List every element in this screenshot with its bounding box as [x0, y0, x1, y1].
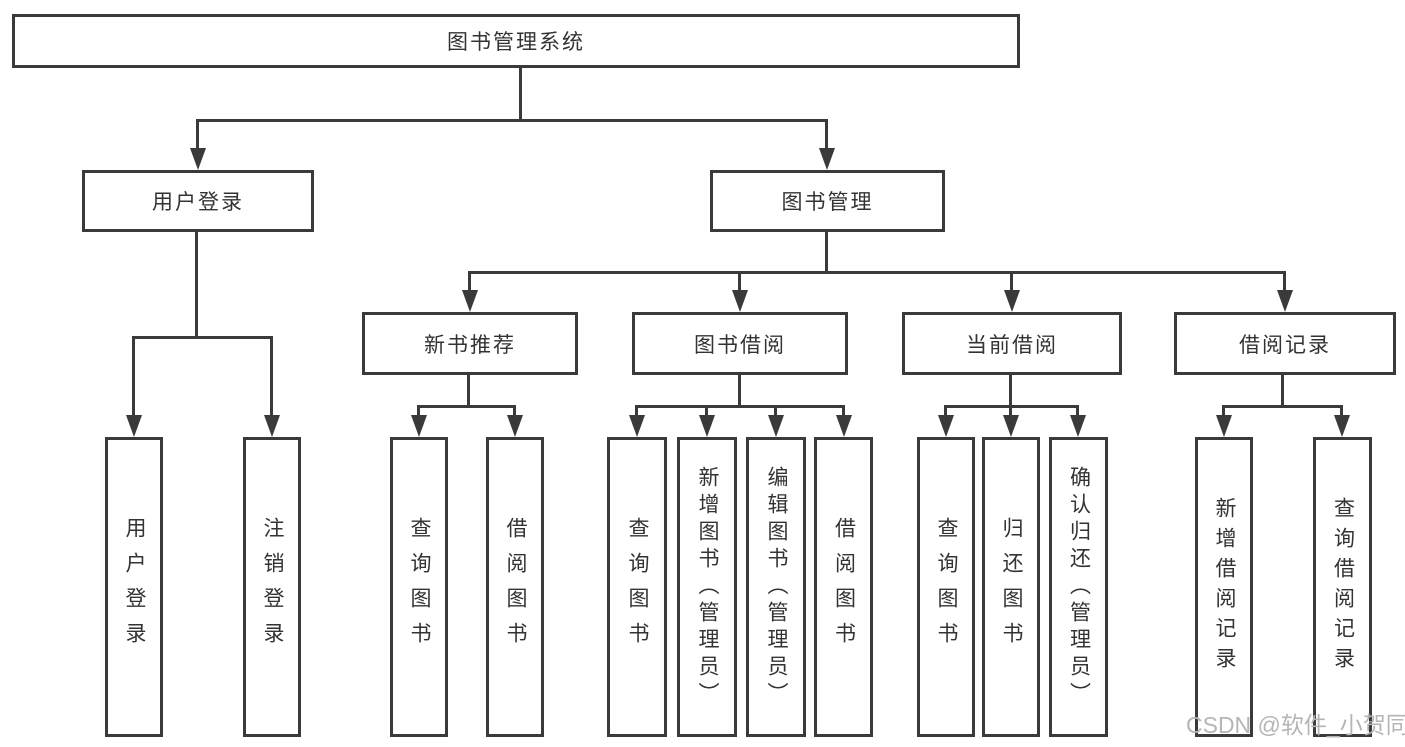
node-book-management: 图书管理 [710, 170, 945, 232]
tree-connector-line [1009, 375, 1012, 407]
arrowhead-down-icon [699, 415, 715, 437]
arrowhead-down-icon [938, 415, 954, 437]
node-user-login: 用户登录 [82, 170, 314, 232]
tree-connector-line [1010, 271, 1013, 292]
arrowhead-down-icon [1277, 290, 1293, 312]
node-current-borrow: 当前借阅 [902, 312, 1122, 375]
leaf-current-query: 查询图书 [917, 437, 975, 737]
tree-connector-line [417, 405, 420, 417]
node-book-management-label: 图书管理 [781, 191, 874, 214]
arrowhead-down-icon [411, 415, 427, 437]
leaf-borrow-query-label: 查询图书 [626, 517, 649, 657]
tree-connector-line [738, 375, 741, 407]
arrowhead-down-icon [629, 415, 645, 437]
arrowhead-down-icon [462, 290, 478, 312]
tree-connector-line [1009, 405, 1012, 417]
arrowhead-down-icon [768, 415, 784, 437]
leaf-current-query-label: 查询图书 [935, 517, 958, 657]
node-borrow-records: 借阅记录 [1174, 312, 1396, 375]
node-borrow-records-label: 借阅记录 [1239, 333, 1331, 357]
leaf-borrow-borrow-label: 借阅图书 [832, 517, 856, 657]
tree-connector-line [738, 271, 741, 292]
arrowhead-down-icon [126, 415, 142, 437]
leaf-current-confirm-admin-label: 确认归还（管理员） [1067, 465, 1091, 709]
leaf-logout: 注销登录 [243, 437, 301, 737]
arrowhead-down-icon [1334, 415, 1350, 437]
arrowhead-down-icon [507, 415, 523, 437]
tree-branch-line [1222, 405, 1343, 408]
leaf-current-return: 归还图书 [982, 437, 1040, 737]
leaf-newbook-query: 查询图书 [390, 437, 448, 737]
leaf-borrow-query: 查询图书 [607, 437, 667, 737]
tree-branch-line [196, 119, 827, 122]
leaf-user-login: 用户登录 [105, 437, 163, 737]
node-new-book-recommend: 新书推荐 [362, 312, 578, 375]
tree-connector-line [1340, 405, 1343, 417]
arrowhead-down-icon [1070, 415, 1086, 437]
node-book-borrow: 图书借阅 [632, 312, 848, 375]
arrowhead-down-icon [1003, 415, 1019, 437]
node-new-book-recommend-label: 新书推荐 [424, 333, 516, 357]
tree-connector-line [1283, 271, 1286, 292]
leaf-current-confirm-admin: 确认归还（管理员） [1049, 437, 1108, 737]
arrowhead-down-icon [819, 148, 835, 170]
arrowhead-down-icon [732, 290, 748, 312]
watermark-text: CSDN @软件_小贺同学 [1186, 712, 1405, 738]
arrowhead-down-icon [1216, 415, 1232, 437]
leaf-newbook-borrow: 借阅图书 [486, 437, 544, 737]
tree-connector-line [944, 405, 947, 417]
node-user-login-label: 用户登录 [152, 191, 244, 214]
node-root-label: 图书管理系统 [447, 31, 585, 54]
tree-connector-line [196, 119, 199, 149]
tree-connector-line [842, 405, 845, 417]
leaf-records-add-label: 新增借阅记录 [1213, 497, 1236, 677]
leaf-current-return-label: 归还图书 [1000, 517, 1023, 657]
arrowhead-down-icon [190, 148, 206, 170]
tree-connector-line [468, 271, 471, 292]
leaf-borrow-edit-admin: 编辑图书（管理员） [746, 437, 806, 737]
tree-connector-line [1281, 375, 1284, 407]
leaf-records-add: 新增借阅记录 [1195, 437, 1253, 737]
tree-branch-line [468, 271, 1285, 274]
node-current-borrow-label: 当前借阅 [966, 333, 1058, 357]
tree-connector-line [519, 68, 522, 121]
tree-connector-line [635, 405, 638, 417]
leaf-newbook-borrow-label: 借阅图书 [504, 517, 527, 657]
leaf-records-query: 查询借阅记录 [1313, 437, 1372, 737]
leaf-borrow-add-admin-label: 新增图书（管理员） [696, 465, 719, 709]
tree-branch-line [132, 336, 272, 339]
leaf-logout-label: 注销登录 [261, 517, 284, 657]
tree-connector-line [825, 232, 828, 273]
tree-connector-line [270, 336, 273, 416]
leaf-user-login-label: 用户登录 [123, 517, 146, 657]
leaf-borrow-add-admin: 新增图书（管理员） [677, 437, 737, 737]
leaf-borrow-borrow: 借阅图书 [814, 437, 873, 737]
tree-connector-line [195, 232, 198, 338]
tree-connector-line [705, 405, 708, 417]
tree-branch-line [635, 405, 845, 408]
arrowhead-down-icon [1004, 290, 1020, 312]
leaf-borrow-edit-admin-label: 编辑图书（管理员） [765, 465, 788, 709]
tree-connector-line [825, 119, 828, 149]
tree-connector-line [513, 405, 516, 417]
tree-connector-line [132, 336, 135, 416]
tree-connector-line [1222, 405, 1225, 417]
arrowhead-down-icon [264, 415, 280, 437]
arrowhead-down-icon [836, 415, 852, 437]
leaf-newbook-query-label: 查询图书 [408, 517, 431, 657]
tree-connector-line [774, 405, 777, 417]
node-book-borrow-label: 图书借阅 [694, 333, 786, 357]
tree-connector-line [467, 375, 470, 407]
node-root: 图书管理系统 [12, 14, 1020, 68]
tree-connector-line [1076, 405, 1079, 417]
tree-branch-line [417, 405, 516, 408]
leaf-records-query-label: 查询借阅记录 [1331, 497, 1355, 677]
